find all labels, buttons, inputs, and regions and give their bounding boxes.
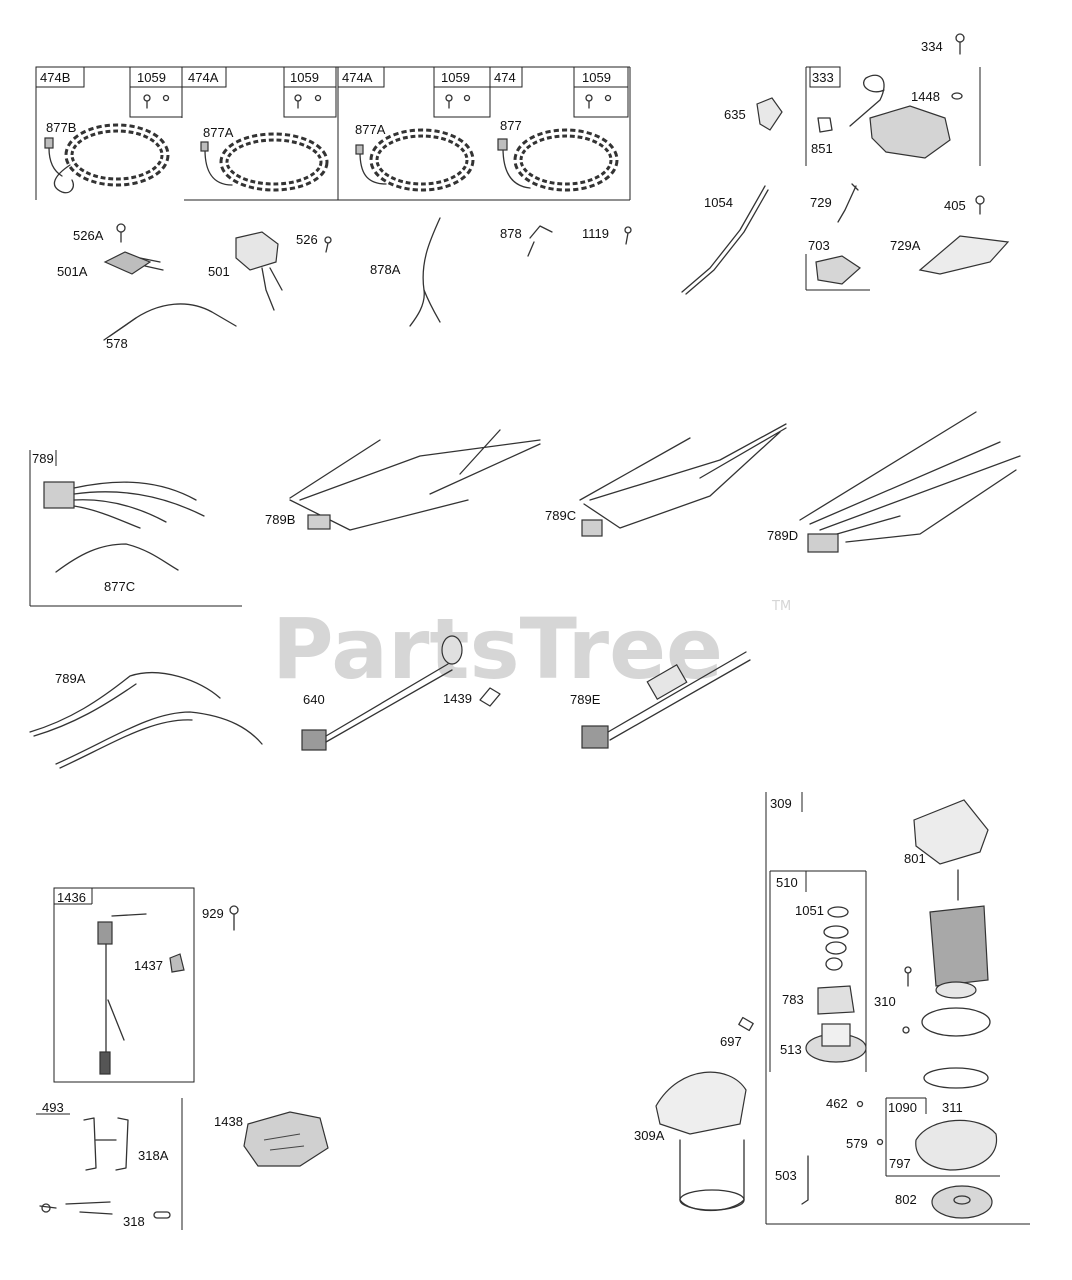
- harness-789C: 789C: [545, 423, 787, 537]
- callout-801: 801: [904, 851, 926, 866]
- callout-334: 334: [921, 39, 943, 54]
- callout-510: 510: [776, 875, 798, 890]
- callout-309: 309: [770, 796, 792, 811]
- callout-1051: 1051: [795, 903, 824, 918]
- callout-503: 503: [775, 1168, 797, 1183]
- callout-877B: 877B: [46, 120, 76, 135]
- fuel-solenoid-group: 1436 929 1437: [53, 887, 239, 1083]
- callout-333: 333: [812, 70, 834, 85]
- callout-579: 579: [846, 1136, 868, 1151]
- callout-929: 929: [202, 906, 224, 921]
- harness-640: 640: [301, 635, 463, 751]
- callout-729: 729: [810, 195, 832, 210]
- stator-group: 474B 1059 474A 1059 474A 1059 474 1059: [35, 66, 631, 201]
- stator-877B: [44, 123, 170, 194]
- callout-462: 462: [826, 1096, 848, 1111]
- callout-578: 578: [106, 336, 128, 351]
- callout-877C: 877C: [104, 579, 135, 594]
- callout-802: 802: [895, 1192, 917, 1207]
- stator-877A: [200, 132, 329, 192]
- callout-697: 697: [720, 1034, 742, 1049]
- callout-1059: 1059: [441, 70, 470, 85]
- callout-1437: 1437: [134, 958, 163, 973]
- callout-493: 493: [42, 1100, 64, 1115]
- callout-789B: 789B: [265, 512, 295, 527]
- callout-474A: 474A: [342, 70, 373, 85]
- stator-877: [497, 128, 619, 192]
- ignition-group: 493 318A 318: [36, 1098, 183, 1230]
- harness-789D: 789D: [767, 411, 1021, 553]
- callout-640: 640: [303, 692, 325, 707]
- callout-318A: 318A: [138, 1148, 169, 1163]
- callout-501A: 501A: [57, 264, 88, 279]
- stator-877A-2: [355, 128, 475, 192]
- callout-1439: 1439: [443, 691, 472, 706]
- harness-789E: 789E: [570, 651, 751, 749]
- watermark-trademark: TM: [771, 599, 791, 614]
- callout-1436: 1436: [57, 890, 86, 905]
- callout-877A: 877A: [203, 125, 234, 140]
- item-1438: 1438: [214, 1111, 329, 1167]
- callout-635: 635: [724, 107, 746, 122]
- rectifier-group: 526A 501A 501 526 578 878A 878 1119: [57, 217, 632, 351]
- callout-513: 513: [780, 1042, 802, 1057]
- callout-526A: 526A: [73, 228, 104, 243]
- callout-789E: 789E: [570, 692, 601, 707]
- callout-789: 789: [32, 451, 54, 466]
- callout-878A: 878A: [370, 262, 401, 277]
- callout-310: 310: [874, 994, 896, 1009]
- callout-318: 318: [123, 1214, 145, 1229]
- callout-405: 405: [944, 198, 966, 213]
- callout-789C: 789C: [545, 508, 576, 523]
- callout-797: 797: [889, 1156, 911, 1171]
- callout-789D: 789D: [767, 528, 798, 543]
- kill-switch-group: 334 333 1448 635 851 1054 729 405 703 72…: [681, 33, 1010, 295]
- callout-311: 311: [942, 1100, 963, 1115]
- callout-501: 501: [208, 264, 230, 279]
- callout-703: 703: [808, 238, 830, 253]
- callout-1059: 1059: [137, 70, 166, 85]
- callout-1059: 1059: [582, 70, 611, 85]
- callout-526: 526: [296, 232, 318, 247]
- callout-877A: 877A: [355, 122, 386, 137]
- callout-1438: 1438: [214, 1114, 243, 1129]
- callout-1059: 1059: [290, 70, 319, 85]
- harness-789B: 789B: [265, 429, 541, 531]
- callout-309A: 309A: [634, 1128, 665, 1143]
- item-1439: 1439: [443, 687, 501, 707]
- callout-878: 878: [500, 226, 522, 241]
- callout-851: 851: [811, 141, 833, 156]
- callout-474B: 474B: [40, 70, 70, 85]
- callout-1448: 1448: [911, 89, 940, 104]
- callout-474: 474: [494, 70, 516, 85]
- callout-474A: 474A: [188, 70, 219, 85]
- callout-789A: 789A: [55, 671, 86, 686]
- starter-group: 309 510 1051 783 513 801 310 462: [634, 792, 1030, 1225]
- harness-789-group: 789 877C: [29, 450, 242, 607]
- callout-1054: 1054: [704, 195, 733, 210]
- callout-877: 877: [500, 118, 522, 133]
- callout-729A: 729A: [890, 238, 921, 253]
- callout-783: 783: [782, 992, 804, 1007]
- callout-1090: 1090: [888, 1100, 917, 1115]
- harness-789A: 789A: [29, 671, 263, 769]
- callout-1119: 1119: [582, 226, 609, 241]
